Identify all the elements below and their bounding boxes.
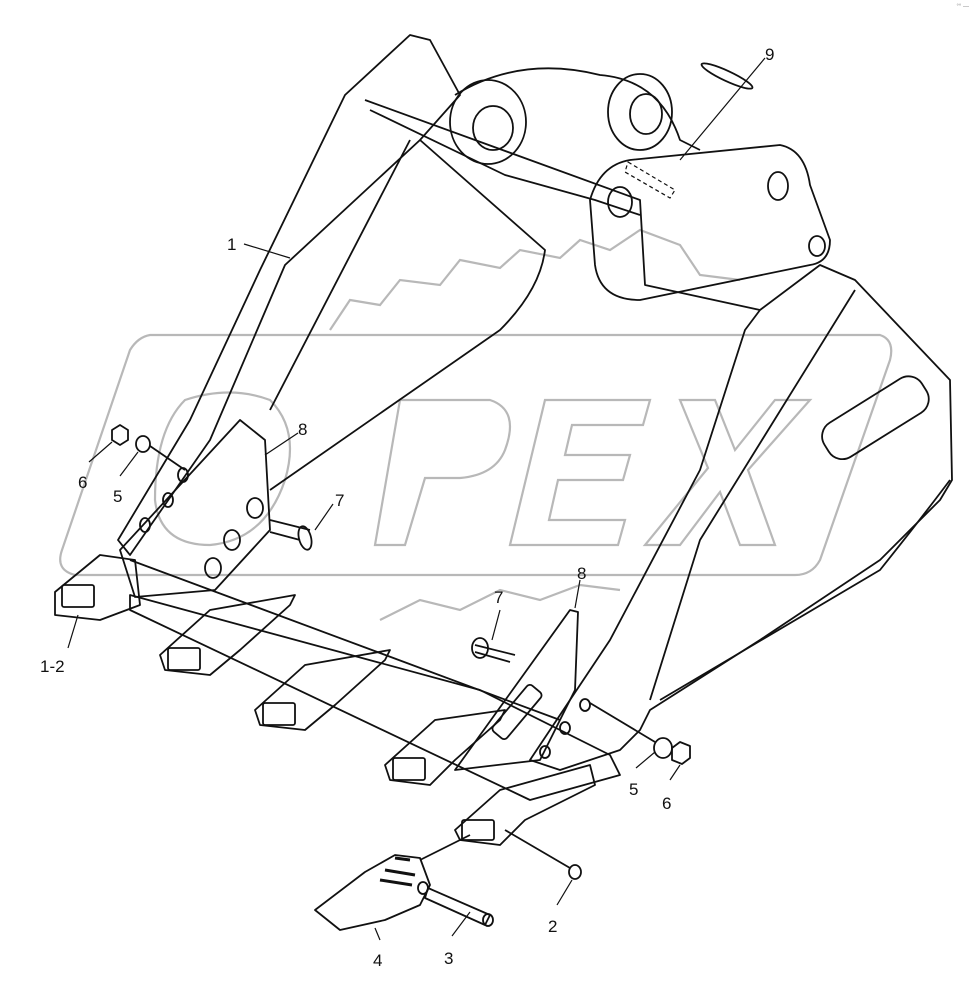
tooth-adapters [54,554,596,846]
callout-7-right: 7 [494,588,504,607]
callout-2: 2 [548,917,558,936]
callout-8-left: 8 [298,420,308,439]
callout-3: 3 [444,949,454,968]
callout-9: 9 [765,45,775,64]
callout-4: 4 [373,951,383,970]
tooth-point [314,854,431,931]
callout-5-left: 5 [113,487,123,506]
callout-7-left: 7 [335,491,345,510]
callout-5-right: 5 [629,780,639,799]
callout-1-2: 1-2 [40,657,65,676]
corner-mark: °° — [956,4,969,10]
callout-1: 1 [227,235,237,254]
right-side-cutter [454,609,579,771]
callout-6-left: 6 [78,473,88,492]
bucket-right-sideplate [529,264,953,771]
bucket-left-sideplate [117,34,461,556]
callout-6-right: 6 [662,794,672,813]
callout-8-right: 8 [577,564,587,583]
left-side-cutter [119,419,271,598]
